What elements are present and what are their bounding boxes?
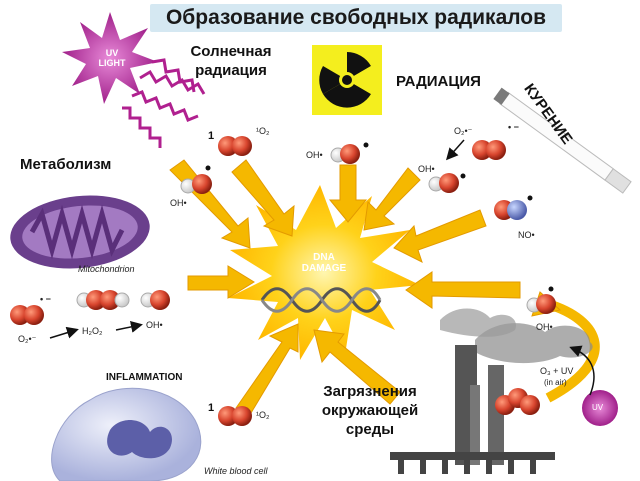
radiation-sign-icon bbox=[312, 45, 382, 115]
title-banner: Образование свободных радикалов bbox=[150, 4, 562, 32]
label-singlet-1-bottom: 1 bbox=[208, 402, 215, 414]
molecule-ozone bbox=[495, 388, 540, 415]
label-singlet-1-top: 1 bbox=[208, 130, 215, 142]
label-radiation: РАДИАЦИЯ bbox=[396, 73, 481, 90]
uv-ball-icon bbox=[582, 390, 618, 426]
mitochondrion-icon bbox=[10, 195, 150, 269]
reaction-arrows bbox=[49, 139, 595, 396]
label-dot-minus-left: • − bbox=[40, 294, 51, 304]
molecule-h2o2 bbox=[76, 290, 130, 310]
label-mitochondrion: Mitochondrion bbox=[78, 264, 135, 274]
label-oh-sun: OH• bbox=[170, 198, 187, 208]
label-pollution: Загрязнения окружающей среды bbox=[321, 383, 419, 438]
molecule-no bbox=[494, 195, 533, 220]
molecule-oh-smoking bbox=[428, 173, 466, 193]
label-oh-radiation: OH• bbox=[306, 150, 323, 160]
label-oh-smoking: OH• bbox=[418, 164, 435, 174]
label-superoxide-left: O₂•⁻ bbox=[18, 334, 37, 344]
molecule-oh-left bbox=[180, 165, 212, 194]
page-title: Образование свободных радикалов bbox=[165, 6, 547, 29]
cigarette-icon bbox=[493, 87, 632, 194]
label-no: NO• bbox=[518, 230, 535, 240]
label-ozone-reaction: O₃ + UV bbox=[540, 366, 574, 376]
label-oh-metabolism: OH• bbox=[146, 320, 163, 330]
molecule-superoxide-smoking bbox=[472, 140, 506, 160]
molecule-oh-radiation bbox=[330, 142, 369, 164]
uv-light-starburst bbox=[62, 12, 158, 104]
label-white-blood-cell: White blood cell bbox=[204, 466, 268, 476]
label-uv-light: UV LIGHT bbox=[98, 48, 126, 68]
molecule-singlet-oxygen-top bbox=[218, 136, 252, 156]
uv-rays bbox=[122, 58, 206, 148]
label-singlet-o2-bottom: ¹O₂ bbox=[256, 410, 270, 420]
factory-icon bbox=[390, 308, 593, 474]
label-in-air: (in air) bbox=[544, 378, 567, 387]
molecule-oh-metabolism bbox=[140, 290, 170, 310]
label-metabolism: Метаболизм bbox=[20, 156, 112, 173]
label-sun-radiation: Солнечная радиация bbox=[190, 43, 272, 79]
label-oh-pollution: OH• bbox=[536, 322, 553, 332]
label-dna-damage: DNA DAMAGE bbox=[301, 252, 347, 274]
label-dot-minus-smoking: • − bbox=[508, 122, 519, 132]
label-uv: UV bbox=[592, 403, 604, 412]
molecule-superoxide-left bbox=[10, 305, 44, 325]
label-superoxide-smoking: O₂•⁻ bbox=[454, 126, 473, 136]
label-singlet-o2-top: ¹O₂ bbox=[256, 126, 270, 136]
molecule-singlet-oxygen-bottom bbox=[218, 406, 252, 426]
label-h2o2: H₂O₂ bbox=[82, 326, 103, 336]
white-blood-cell-icon bbox=[51, 387, 202, 481]
label-inflammation: INFLAMMATION bbox=[106, 372, 183, 383]
molecule-oh-pollution bbox=[526, 286, 556, 314]
dna-helix bbox=[260, 287, 382, 313]
